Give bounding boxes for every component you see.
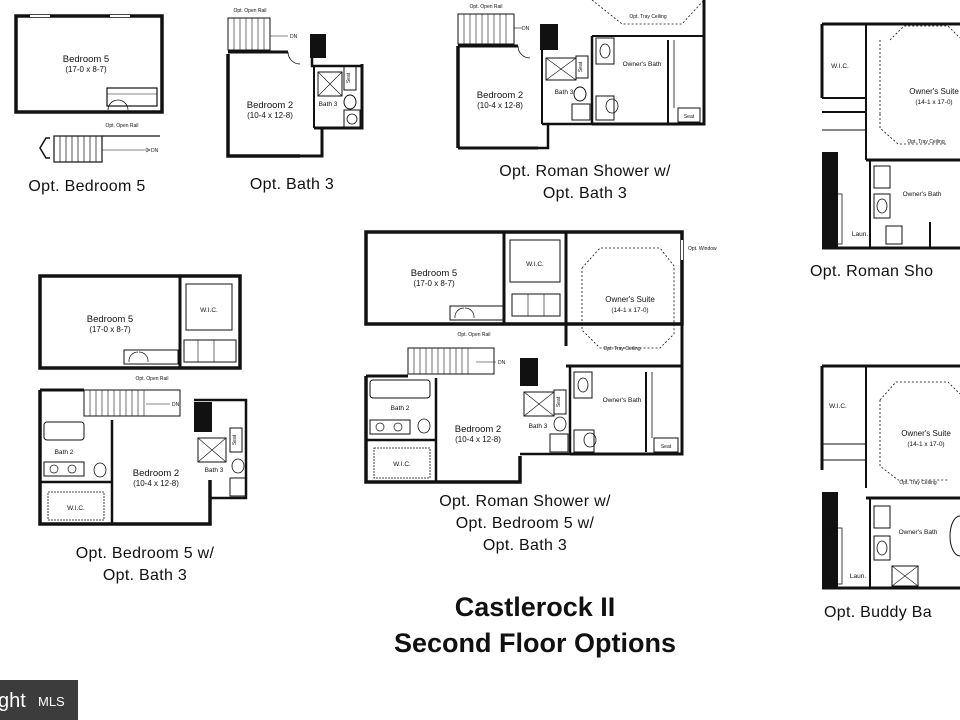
laundry-label: Laun. (852, 231, 868, 238)
floorplan-drawing: W.I.C. Bedroom 5 (17-0 x 8-7) Owner's Su… (364, 230, 717, 484)
floorplan-drawing: Opt. Open Rail DN Seat Bath 3 Owner's Ba… (456, 0, 706, 150)
plan-opt-bedroom-5-bath-3: W.I.C. Bedroom 5 (17-0 x 8-7) Opt. Open … (34, 270, 254, 530)
bedroom-2-label: Bedroom 2 (455, 424, 501, 435)
caption-text: Opt. Roman Sho (810, 263, 934, 280)
laundry-label: Laun. (850, 573, 866, 580)
bedroom-2-label: Bedroom 2 (477, 90, 523, 101)
owners-bath-label: Owner's Bath (603, 397, 642, 404)
owners-suite-label: Owner's Suite (605, 295, 655, 304)
bath-3-label: Bath 3 (205, 467, 224, 474)
bedroom-2-size: (10-4 x 12-8) (247, 111, 293, 120)
caption-line-2: Opt. Bath 3 (542, 185, 628, 202)
open-rail-label: Opt. Open Rail (233, 8, 266, 14)
bedroom-2-label: Bedroom 2 (247, 100, 293, 111)
bath-2-label: Bath 2 (391, 405, 410, 412)
bedroom-5-size: (17-0 x 8-7) (89, 325, 131, 334)
document-subtitle: Second Floor Options (394, 628, 676, 658)
bath-3-label: Bath 3 (555, 89, 574, 96)
floorplan-drawing: W.I.C. Owner's Suite (14-1 x 17-0) Opt. … (820, 364, 960, 590)
dn-label: DN (151, 148, 159, 154)
tray-ceiling-label: Opt. Tray Ceiling (899, 480, 936, 486)
plan-opt-buddy-bath: W.I.C. Owner's Suite (14-1 x 17-0) Opt. … (818, 360, 960, 596)
dn-label: DN (522, 26, 530, 32)
open-rail-label: Opt. Open Rail (135, 376, 168, 382)
bedroom-2-size: (10-4 x 12-8) (133, 479, 179, 488)
bath-3-label: Bath 3 (529, 423, 548, 430)
mls-watermark-logo: ght MLS (0, 680, 78, 720)
wic-2-label: W.I.C. (67, 505, 85, 512)
plan-opt-bedroom-5: Bedroom 5 (17-0 x 8-7) Opt. Open Rail DN (10, 10, 170, 170)
open-rail-label: Opt. Open Rail (469, 4, 502, 10)
caption-line-1: Opt. Roman Shower w/ (439, 493, 611, 510)
owners-bath-label: Owner's Bath (899, 529, 938, 536)
wic-label: W.I.C. (831, 63, 849, 70)
caption-opt-bath-3: Opt. Bath 3 (220, 174, 364, 196)
seat-label: Seat (232, 434, 238, 445)
tray-ceiling-label: Opt. Tray Ceiling (907, 139, 944, 145)
owners-bath-label: Owner's Bath (623, 61, 662, 68)
owners-suite-size: (14-1 x 17-0) (915, 99, 952, 106)
caption-line-2: Opt. Bath 3 (102, 567, 188, 584)
caption-opt-bedroom-5: Opt. Bedroom 5 (4, 176, 170, 198)
dn-label: DN (498, 360, 506, 366)
caption-line-2: Opt. Bedroom 5 w/ (455, 515, 595, 532)
seat-label: Seat (684, 114, 695, 120)
bedroom-2-size: (10-4 x 12-8) (477, 101, 523, 110)
seat-label: Seat (556, 396, 562, 407)
seat-label: Seat (578, 61, 584, 72)
owners-bath-label: Owner's Bath (903, 191, 942, 198)
plan-opt-bath-3: Opt. Open Rail DN Seat Bath 3 Bedroom 2 … (222, 4, 370, 164)
seat-label: Seat (346, 72, 352, 83)
bedroom-5-size: (17-0 x 8-7) (65, 65, 107, 74)
owners-suite-size: (14-1 x 17-0) (907, 441, 944, 448)
wic-label: W.I.C. (526, 261, 544, 268)
caption-line-1: Opt. Bedroom 5 w/ (75, 545, 215, 562)
plan-opt-roman-shower-bedroom-5-bath-3: W.I.C. Bedroom 5 (17-0 x 8-7) Owner's Su… (360, 226, 717, 488)
floorplan-drawing: Opt. Open Rail DN Seat Bath 3 Bedroom 2 … (226, 8, 364, 158)
tray-ceiling-label: Opt. Tray Ceiling (603, 346, 640, 352)
caption-text: Opt. Buddy Ba (824, 604, 932, 621)
plan-opt-roman-shower: W.I.C. Owner's Suite (14-1 x 17-0) Opt. … (818, 18, 960, 254)
caption-text: Opt. Bedroom 5 (28, 178, 146, 195)
bedroom-5-label: Bedroom 5 (411, 268, 457, 279)
caption-opt-roman-shower-right: Opt. Roman Sho (810, 261, 960, 283)
document-title: Castlerock II (454, 592, 616, 622)
bath-3-label: Bath 3 (319, 101, 338, 108)
caption-opt-bedroom-5-bath-3: Opt. Bedroom 5 w/ Opt. Bath 3 (40, 543, 250, 587)
floorplan-drawing: W.I.C. Bedroom 5 (17-0 x 8-7) Opt. Open … (38, 274, 248, 526)
owners-suite-label: Owner's Suite (909, 87, 959, 96)
seat-label-2: Seat (661, 444, 672, 450)
floorplan-drawing: Bedroom 5 (17-0 x 8-7) Opt. Open Rail DN (14, 14, 164, 163)
caption-line-3: Opt. Bath 3 (482, 537, 568, 554)
bath-2-label: Bath 2 (55, 449, 74, 456)
bedroom-5-size: (17-0 x 8-7) (413, 279, 455, 288)
wic-label: W.I.C. (200, 307, 218, 314)
bedroom-2-label: Bedroom 2 (133, 468, 179, 479)
owners-suite-size: (14-1 x 17-0) (611, 307, 648, 314)
bedroom-2-size: (10-4 x 12-8) (455, 435, 501, 444)
logo-text-part-1: ght (0, 690, 26, 712)
logo-text-part-2: MLS (38, 694, 65, 709)
bedroom-5-label: Bedroom 5 (63, 54, 109, 65)
open-rail-label: Opt. Open Rail (457, 332, 490, 338)
wic-2-label: W.I.C. (393, 461, 411, 468)
open-rail-label: Opt. Open Rail (105, 123, 138, 129)
window-label: Opt. Window (688, 246, 717, 252)
plan-opt-roman-shower-bath-3: Opt. Open Rail DN Seat Bath 3 Owner's Ba… (452, 0, 712, 160)
owners-suite-label: Owner's Suite (901, 429, 951, 438)
dn-label: DN (290, 34, 298, 40)
dn-label: DN (172, 402, 180, 408)
caption-opt-roman-shower-bedroom-5-bath-3: Opt. Roman Shower w/ Opt. Bedroom 5 w/ O… (400, 491, 650, 557)
wic-label: W.I.C. (829, 403, 847, 410)
tray-ceiling-label: Opt. Tray Ceiling (629, 14, 666, 20)
caption-opt-roman-shower-bath-3: Opt. Roman Shower w/ Opt. Bath 3 (460, 161, 710, 205)
floorplan-drawing: W.I.C. Owner's Suite (14-1 x 17-0) Opt. … (820, 22, 960, 250)
caption-text: Opt. Bath 3 (249, 176, 335, 193)
bedroom-5-label: Bedroom 5 (87, 314, 133, 325)
caption-line-1: Opt. Roman Shower w/ (499, 163, 671, 180)
caption-opt-buddy-bath: Opt. Buddy Ba (824, 602, 960, 624)
